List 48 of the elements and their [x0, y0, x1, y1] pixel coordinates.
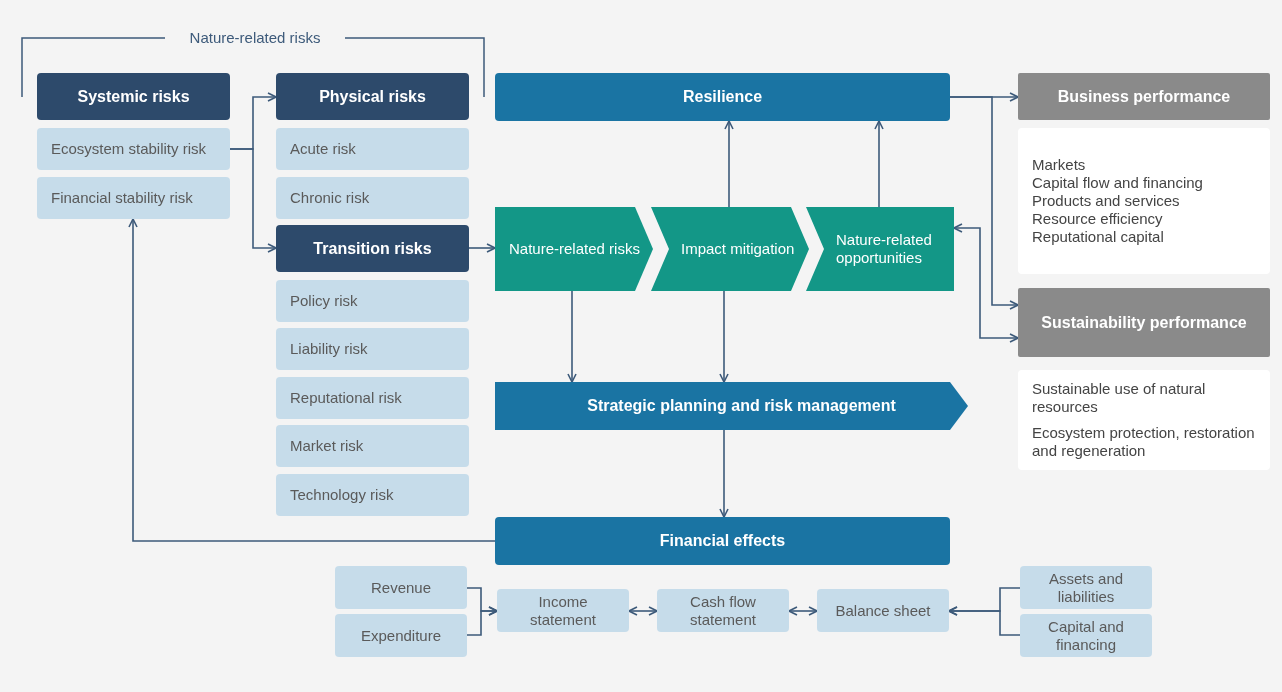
risk-box: Financial stability risk — [37, 177, 230, 219]
banner-box: Resilience — [495, 73, 950, 121]
statement-box: Balance sheet — [817, 589, 949, 632]
arrow — [874, 120, 884, 208]
list-item: Reputational capital — [1032, 228, 1164, 246]
arrow — [719, 429, 729, 518]
list-item: Resource efficiency — [1032, 210, 1163, 228]
arrow — [466, 606, 498, 636]
arrow — [567, 290, 577, 383]
arrow — [468, 243, 496, 253]
risk-box: Acute risk — [276, 128, 469, 170]
chevron-step: Nature-related opportunities — [806, 207, 954, 291]
chevron-step: Nature-related risks — [495, 207, 653, 291]
category-header: Transition risks — [276, 225, 469, 272]
arrow — [949, 96, 1019, 310]
statement-box: Expenditure — [335, 614, 467, 657]
list-item: Capital flow and financing — [1032, 174, 1203, 192]
banner-box: Financial effects — [495, 517, 950, 565]
risk-box: Liability risk — [276, 328, 469, 370]
category-header: Physical risks — [276, 73, 469, 120]
arrow — [229, 148, 277, 253]
statement-box: Income statement — [497, 589, 629, 632]
statement-box: Capital and financing — [1020, 614, 1152, 657]
risk-box: Policy risk — [276, 280, 469, 322]
performance-header: Business performance — [1018, 73, 1270, 120]
list-item: Markets — [1032, 156, 1086, 174]
arrow — [719, 290, 729, 383]
statement-box: Cash flow statement — [657, 589, 789, 632]
arrow-banner: Strategic planning and risk management — [495, 382, 968, 430]
arrow — [724, 120, 734, 208]
category-header: Systemic risks — [37, 73, 230, 120]
list-item: Ecosystem protection, restoration and regeneration — [1032, 424, 1256, 460]
arrow — [948, 606, 1021, 636]
statement-box: Assets and liabilities — [1020, 566, 1152, 609]
risk-box: Ecosystem stability risk — [37, 128, 230, 170]
arrow — [788, 606, 818, 616]
arrow — [953, 223, 1019, 343]
list-item: Sustainable use of natural resources — [1032, 380, 1207, 416]
arrow — [628, 606, 658, 616]
risk-box: Chronic risk — [276, 177, 469, 219]
risk-box: Technology risk — [276, 474, 469, 516]
statement-box: Revenue — [335, 566, 467, 609]
chevron-step: Impact mitigation — [651, 207, 809, 291]
performance-header: Sustainability performance — [1018, 288, 1270, 357]
list-item: Products and services — [1032, 192, 1180, 210]
risk-box: Market risk — [276, 425, 469, 467]
risk-box: Reputational risk — [276, 377, 469, 419]
arrow — [128, 218, 496, 542]
